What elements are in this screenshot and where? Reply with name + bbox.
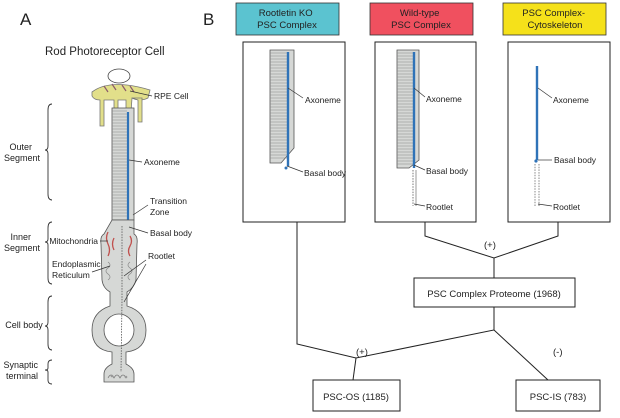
label-endoplasmic-reticulum: Endoplasmic Reticulum [52, 259, 103, 280]
rod-body-drawing [91, 219, 147, 383]
cyto-axoneme-label: Axoneme [553, 95, 589, 105]
proteome-box: PSC Complex Proteome (1968) [413, 277, 576, 308]
region-brackets [44, 103, 53, 385]
outer-segment-drawing [111, 107, 135, 225]
complex-header-rootletin-ko: Rootletin KO PSC Complex [235, 2, 340, 36]
proteome-label: PSC Complex Proteome (1968) [427, 289, 561, 300]
operator-top: (+) [484, 240, 496, 251]
cyto-basal-body-label: Basal body [554, 155, 597, 165]
region-cell-body: Cell body [5, 320, 43, 330]
label-rpe-cell: RPE Cell [154, 91, 189, 101]
svg-text:Rootletin KO PSC Compl: Rootletin KO PSC Complex [257, 8, 317, 31]
region-synaptic-terminal: Synaptic terminal [3, 360, 40, 381]
complex-header-wild-type: Wild-type PSC Complex [369, 2, 474, 36]
output-box-os: PSC-OS (1185) [312, 379, 401, 412]
label-transition-zone: Transition Zone [150, 196, 189, 217]
label-axoneme-a: Axoneme [144, 157, 180, 167]
ko-basal-body-label: Basal body [304, 168, 347, 178]
rpe-cell-drawing [91, 68, 151, 127]
ko-axoneme-label: Axoneme [305, 95, 341, 105]
wild-type-drawing [396, 49, 420, 206]
output-is-label: PSC-IS (783) [530, 392, 587, 403]
label-basal-body-a: Basal body [150, 228, 193, 238]
wt-basal-body-label: Basal body [426, 166, 469, 176]
panel-b-letter: B [203, 10, 214, 29]
svg-text:Wild-type PSC Complex: Wild-type PSC Complex [391, 8, 451, 31]
cytoskeleton-drawing [534, 66, 540, 206]
label-mitochondria: Mitochondria [49, 236, 98, 246]
output-os-label: PSC-OS (1185) [323, 392, 389, 403]
wt-axoneme-label: Axoneme [426, 94, 462, 104]
label-rootlet-a: Rootlet [148, 251, 176, 261]
wt-rootlet-label: Rootlet [426, 202, 454, 212]
region-inner-segment: Inner Segment [4, 232, 41, 253]
complex-header-cytoskeleton: PSC Complex- Cytoskeleton [502, 2, 607, 36]
cyto-rootlet-label: Rootlet [553, 202, 581, 212]
rootletin-ko-drawing [269, 49, 295, 170]
complex-box-wild-type [374, 41, 477, 223]
output-box-is: PSC-IS (783) [515, 379, 601, 412]
panel-b: B Rootletin KO PSC Complex Wild-type PSC… [203, 2, 611, 412]
panel-a-letter: A [20, 10, 32, 29]
panel-a-title: Rod Photoreceptor Cell [45, 46, 165, 58]
operator-right: (-) [553, 347, 563, 358]
panel-a: A Rod Photoreceptor Cell Outer Segment I… [3, 10, 193, 385]
region-outer-segment: Outer Segment [4, 142, 41, 163]
operator-left: (+) [356, 347, 368, 358]
svg-text:PSC Complex- Cytoskele: PSC Complex- Cytoskeleton [522, 8, 587, 31]
complex-box-cytoskeleton [507, 41, 611, 223]
panel-a-leaders [91, 90, 153, 303]
flow-connectors [296, 222, 559, 381]
